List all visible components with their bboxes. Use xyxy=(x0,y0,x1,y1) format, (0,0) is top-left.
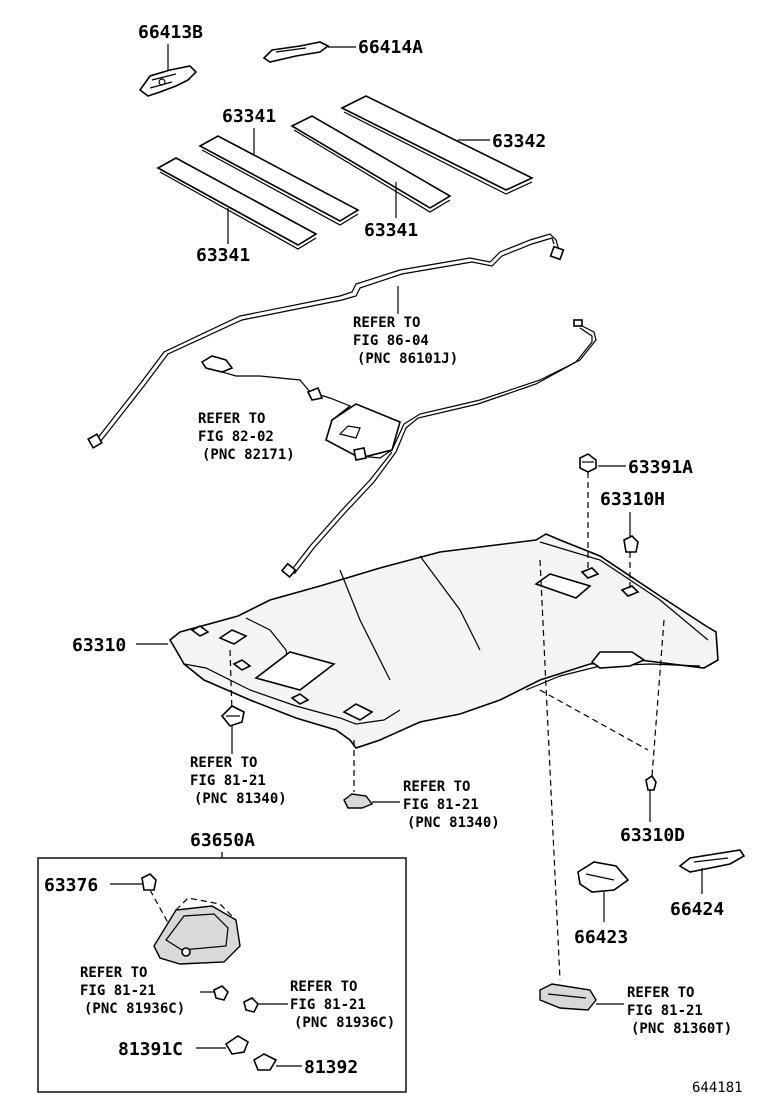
svg-text:REFER TO: REFER TO xyxy=(353,315,420,331)
label-63342: 63342 xyxy=(492,131,546,152)
label-81392: 81392 xyxy=(304,1057,358,1078)
clip-63391a xyxy=(579,453,597,473)
svg-text:FIG 86-04: FIG 86-04 xyxy=(353,333,429,349)
svg-text:REFER TO: REFER TO xyxy=(627,985,694,1001)
refer-86-04: REFER TO FIG 86-04 (PNC 86101J) xyxy=(353,315,458,367)
refer-81340-right: REFER TO FIG 81-21 (PNC 81340) xyxy=(403,779,500,831)
label-63310: 63310 xyxy=(72,635,126,656)
label-63310d: 63310D xyxy=(620,825,685,846)
label-63341-a: 63341 xyxy=(222,106,276,127)
silencer-pad-63342 xyxy=(340,95,534,195)
label-81391c: 81391C xyxy=(118,1039,183,1060)
screw-63376 xyxy=(141,873,157,891)
sun-visor-holder-66414a xyxy=(262,41,330,63)
label-63310h: 63310H xyxy=(600,489,665,510)
bracket-66423 xyxy=(577,861,630,893)
svg-text:REFER TO: REFER TO xyxy=(403,779,470,795)
silencer-pad-63341-middle xyxy=(198,135,360,226)
refer-82-02: REFER TO FIG 82-02 (PNC 82171) xyxy=(198,411,295,463)
silencer-pad-63341-left xyxy=(156,157,318,250)
svg-text:(PNC 81340): (PNC 81340) xyxy=(407,815,500,831)
svg-text:FIG 82-02: FIG 82-02 xyxy=(198,429,274,445)
sun-visor-holder-66413b xyxy=(138,65,198,97)
svg-text:REFER TO: REFER TO xyxy=(80,965,147,981)
svg-text:REFER TO: REFER TO xyxy=(190,755,257,771)
lens-81391c xyxy=(224,1035,249,1055)
label-63341-c: 63341 xyxy=(196,245,250,266)
clip-63310h xyxy=(623,535,639,553)
svg-text:(PNC 82171): (PNC 82171) xyxy=(202,447,295,463)
diagram-id: 644181 xyxy=(692,1080,743,1096)
lamp-bracket-left xyxy=(220,705,245,727)
svg-text:REFER TO: REFER TO xyxy=(198,411,265,427)
svg-text:(PNC 81360T): (PNC 81360T) xyxy=(631,1021,732,1037)
lamp-center xyxy=(343,793,374,809)
wire-harness xyxy=(87,233,597,579)
label-66423: 66423 xyxy=(574,927,628,948)
svg-text:FIG 81-21: FIG 81-21 xyxy=(290,997,366,1013)
label-66413b: 66413B xyxy=(138,22,203,43)
svg-text:(PNC 86101J): (PNC 86101J) xyxy=(357,351,458,367)
rear-lamp xyxy=(539,983,597,1011)
silencer-pad-63341-right xyxy=(290,115,452,213)
refer-81936c-right: REFER TO FIG 81-21 (PNC 81936C) xyxy=(290,979,395,1031)
lens-81392 xyxy=(253,1053,278,1071)
label-63391a: 63391A xyxy=(628,457,693,478)
svg-text:(PNC 81936C): (PNC 81936C) xyxy=(84,1001,185,1017)
label-63341-b: 63341 xyxy=(364,220,418,241)
svg-text:REFER TO: REFER TO xyxy=(290,979,357,995)
bracket-66424 xyxy=(678,849,746,873)
svg-text:FIG 81-21: FIG 81-21 xyxy=(627,1003,703,1019)
label-66424: 66424 xyxy=(670,899,724,920)
svg-text:(PNC 81936C): (PNC 81936C) xyxy=(294,1015,395,1031)
svg-text:FIG 81-21: FIG 81-21 xyxy=(190,773,266,789)
svg-text:FIG 81-21: FIG 81-21 xyxy=(80,983,156,999)
bulb-left xyxy=(213,985,229,1001)
svg-text:(PNC 81340): (PNC 81340) xyxy=(194,791,287,807)
refer-81340-left: REFER TO FIG 81-21 (PNC 81340) xyxy=(190,755,287,807)
refer-81936c-left: REFER TO FIG 81-21 (PNC 81936C) xyxy=(80,965,185,1017)
map-lamp-housing xyxy=(153,897,241,965)
refer-81360t: REFER TO FIG 81-21 (PNC 81360T) xyxy=(627,985,732,1037)
svg-text:FIG 81-21: FIG 81-21 xyxy=(403,797,479,813)
label-63650a: 63650A xyxy=(190,830,255,851)
roof-headlining-63310 xyxy=(168,533,719,749)
label-66414a: 66414A xyxy=(358,37,423,58)
label-63376: 63376 xyxy=(44,875,98,896)
bulb-right xyxy=(243,997,259,1013)
clip-63310d xyxy=(645,774,657,791)
assembly-63650a-box xyxy=(37,857,407,1093)
